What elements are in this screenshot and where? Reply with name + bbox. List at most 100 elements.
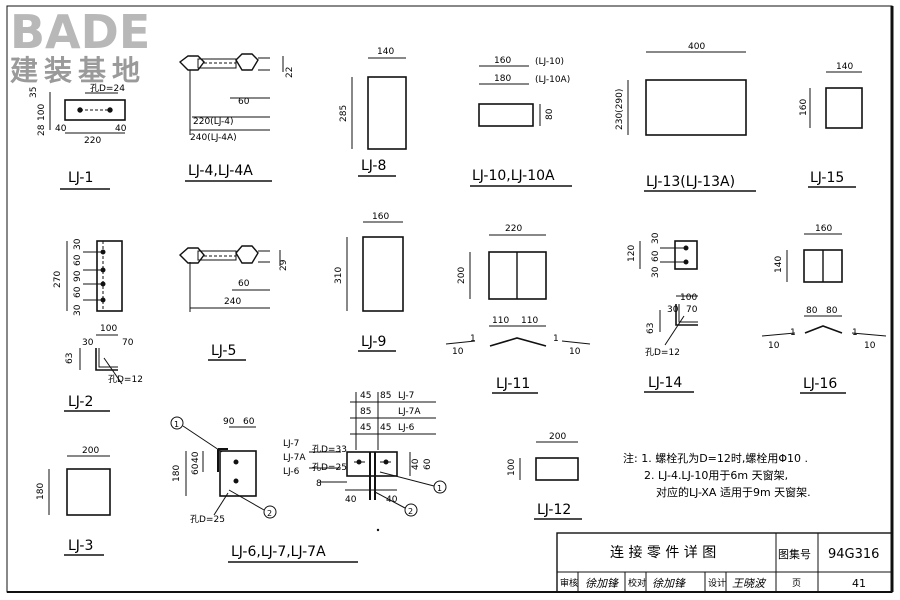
lj2-dim-100: 100 bbox=[100, 324, 117, 334]
lj14-label: LJ-14 bbox=[648, 375, 682, 391]
lj6-dim-40: 40 bbox=[191, 451, 201, 463]
lj6-hole: 孔D=25 bbox=[190, 514, 225, 525]
lj15-label: LJ-15 bbox=[810, 170, 844, 186]
lj9-dim-310: 310 bbox=[334, 267, 344, 284]
lj3-label: LJ-3 bbox=[68, 538, 93, 554]
lj16-dim-80a: 80 bbox=[806, 306, 818, 316]
review-label: 审核 bbox=[560, 577, 578, 589]
lj10-tag-b: (LJ-10A) bbox=[535, 75, 570, 85]
lj8-dim-285: 285 bbox=[339, 105, 349, 122]
lj67-row1-tag: LJ-7 bbox=[398, 391, 414, 401]
lj67-dim-40b: 40 bbox=[386, 495, 398, 505]
lj3-plate bbox=[66, 468, 111, 516]
lj67-row3-tag: LJ-6 bbox=[398, 423, 415, 433]
lj67-row1-a: 45 bbox=[360, 391, 371, 401]
lj16-dim-80b: 80 bbox=[826, 306, 838, 316]
lj14-dim-100: 100 bbox=[680, 293, 697, 303]
lj16-label: LJ-16 bbox=[803, 376, 837, 392]
lj16-slope-10b: 10 bbox=[864, 341, 876, 351]
lj16-slope-1a: 1 bbox=[790, 328, 796, 338]
lj16-slope-1b: 1 bbox=[852, 328, 858, 338]
lj67-dim-40c: 40 bbox=[411, 458, 421, 470]
lj3-dim-200: 200 bbox=[82, 446, 99, 456]
lj2-dim-30b: 30 bbox=[73, 304, 83, 316]
atlas-label: 图集号 bbox=[778, 547, 811, 561]
lj6-callout-2: 2 bbox=[267, 509, 272, 518]
part-lj4 bbox=[178, 53, 284, 135]
lj6-callout-1: 1 bbox=[174, 420, 179, 429]
lj2-dim-30a: 30 bbox=[73, 238, 83, 250]
title-block bbox=[556, 532, 893, 593]
lj1-label: LJ-1 bbox=[68, 170, 93, 186]
review-signature: 徐加锋 bbox=[585, 577, 619, 590]
lj10-dim-160: 160 bbox=[494, 56, 511, 66]
lj5-label: LJ-5 bbox=[211, 343, 236, 359]
lj9-plate bbox=[362, 236, 404, 312]
lj67-dim-8: 8 bbox=[316, 479, 322, 489]
lj67-left-lj7a: LJ-7A bbox=[283, 453, 306, 463]
lj11-label: LJ-11 bbox=[496, 376, 530, 392]
lj16-dim-160: 160 bbox=[815, 224, 832, 234]
lj1-hole: 孔D=24 bbox=[90, 83, 125, 94]
lj1-dim-100: 100 bbox=[37, 104, 47, 121]
part-lj11 bbox=[445, 234, 591, 347]
part-lj1 bbox=[49, 92, 126, 134]
lj8-dim-140: 140 bbox=[377, 47, 394, 57]
lj2-dim-90: 90 bbox=[73, 270, 83, 282]
check-signature: 徐加锋 bbox=[652, 577, 686, 590]
part-lj14 bbox=[639, 240, 698, 346]
outer-border bbox=[6, 5, 893, 593]
lj13-dim-400: 400 bbox=[688, 42, 705, 52]
lj3-dim-180: 180 bbox=[36, 483, 46, 500]
lj5-dim-240: 240 bbox=[224, 297, 241, 307]
page-number: 41 bbox=[852, 577, 866, 590]
lj2-dim-30c: 30 bbox=[82, 338, 94, 348]
lj1-dim-35: 35 bbox=[29, 87, 39, 98]
lj67-row1-b: 85 bbox=[380, 391, 391, 401]
lj67-row3-a: 45 bbox=[360, 423, 371, 433]
lj12-label: LJ-12 bbox=[537, 502, 571, 518]
lj10-dim-80: 80 bbox=[545, 108, 555, 120]
logo-subtitle: 建装基地 bbox=[10, 54, 146, 87]
lj2-dim-63: 63 bbox=[65, 353, 75, 364]
lj11-slope-1b: 1 bbox=[553, 334, 559, 344]
lj11-slope-10b: 10 bbox=[569, 347, 581, 357]
part-lj67 bbox=[309, 392, 447, 517]
logo-brand: BADE bbox=[10, 5, 150, 59]
lj67-hole-25: 孔D=25 bbox=[312, 462, 347, 473]
lj5-dim-60: 60 bbox=[238, 279, 250, 289]
lj67-left-lj7: LJ-7 bbox=[283, 439, 299, 449]
lj14-dim-30c: 30 bbox=[667, 305, 679, 315]
lj2-dim-70: 70 bbox=[122, 338, 134, 348]
lj67-callout-1: 1 bbox=[437, 484, 442, 493]
part-lj10 bbox=[478, 65, 541, 127]
lj13-plate bbox=[645, 79, 747, 136]
check-label: 校对 bbox=[628, 577, 646, 589]
lj14-dim-30b: 30 bbox=[651, 266, 661, 278]
lj8-plate bbox=[367, 76, 407, 150]
lj10-tag-a: (LJ-10) bbox=[535, 57, 564, 67]
lj5-dim-29: 29 bbox=[279, 259, 289, 271]
lj67-hole-33: 孔D=33 bbox=[312, 444, 347, 455]
lj12-dim-100: 100 bbox=[507, 459, 517, 476]
lj16-slope-10a: 10 bbox=[768, 341, 780, 351]
lj15-dim-160: 160 bbox=[799, 99, 809, 116]
lj6-dim-60b: 60 bbox=[191, 463, 201, 475]
drawing-title: 连 接 零 件 详 图 bbox=[610, 544, 716, 561]
lj67-row3-b: 45 bbox=[380, 423, 391, 433]
lj11-dim-220: 220 bbox=[505, 224, 522, 234]
part-lj5 bbox=[178, 245, 281, 312]
lj13-label: LJ-13(LJ-13A) bbox=[646, 174, 735, 190]
lj9-dim-160: 160 bbox=[372, 212, 389, 222]
lj67-callout-2: 2 bbox=[408, 507, 413, 516]
lj2-dim-60a: 60 bbox=[73, 254, 83, 266]
lj2-label: LJ-2 bbox=[68, 394, 93, 410]
lj2-dim-60b: 60 bbox=[73, 286, 83, 298]
note-line-2: 2. LJ-4.LJ-10用于6m 天窗架, bbox=[644, 468, 788, 482]
bade-logo: BADE 建装基地 bbox=[10, 5, 150, 87]
part-lj6 bbox=[170, 416, 277, 519]
lj67-dim-40a: 40 bbox=[345, 495, 357, 505]
design-signature: 王晓波 bbox=[732, 577, 767, 590]
lj1-dim-220: 220 bbox=[84, 136, 101, 146]
